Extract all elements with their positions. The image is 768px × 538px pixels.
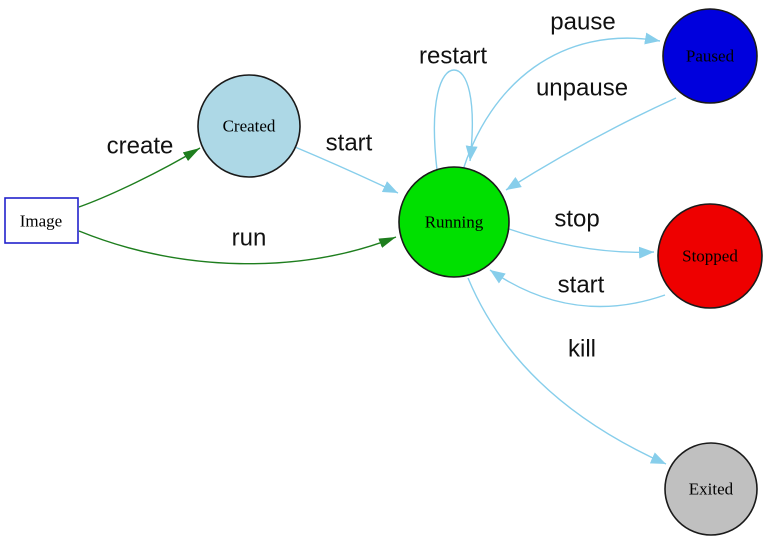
node-created-label: Created: [223, 117, 276, 136]
node-stopped-label: Stopped: [682, 247, 738, 266]
edge-labels-layer: create run start restart pause unpause s…: [107, 9, 628, 363]
edge-unpause: [505, 97, 677, 191]
edge-label-start-top: start: [326, 130, 373, 157]
edge-pause: [462, 32, 661, 171]
node-exited-label: Exited: [689, 480, 734, 499]
node-exited: [664, 442, 758, 536]
node-running: [398, 166, 510, 278]
node-running-label: Running: [425, 213, 484, 232]
edge-label-pause: pause: [550, 9, 615, 36]
edge-label-restart: restart: [419, 43, 487, 70]
edge-run: [78, 230, 397, 265]
edge-label-unpause: unpause: [536, 75, 628, 102]
edge-label-stop: stop: [554, 206, 599, 233]
edge-kill: [467, 277, 667, 465]
node-paused-label: Paused: [686, 47, 735, 66]
edge-label-create: create: [107, 133, 174, 160]
edge-stop: [508, 228, 655, 259]
edge-create: [78, 147, 201, 208]
node-created: [197, 74, 301, 178]
node-image: [4, 197, 79, 244]
node-stopped: [657, 203, 763, 309]
nodes-layer: Image Created Running Paused Stopped Exi…: [4, 8, 763, 536]
edge-start-stopped-running: [489, 269, 666, 308]
edges-layer: [78, 32, 677, 465]
node-paused: [662, 8, 758, 104]
edge-label-start-bottom: start: [558, 272, 605, 299]
node-image-label: Image: [20, 212, 62, 231]
edge-label-run: run: [232, 225, 267, 252]
edge-start-created-running: [294, 146, 399, 194]
edge-label-kill: kill: [568, 336, 596, 363]
edge-restart-self-loop: [433, 69, 478, 171]
